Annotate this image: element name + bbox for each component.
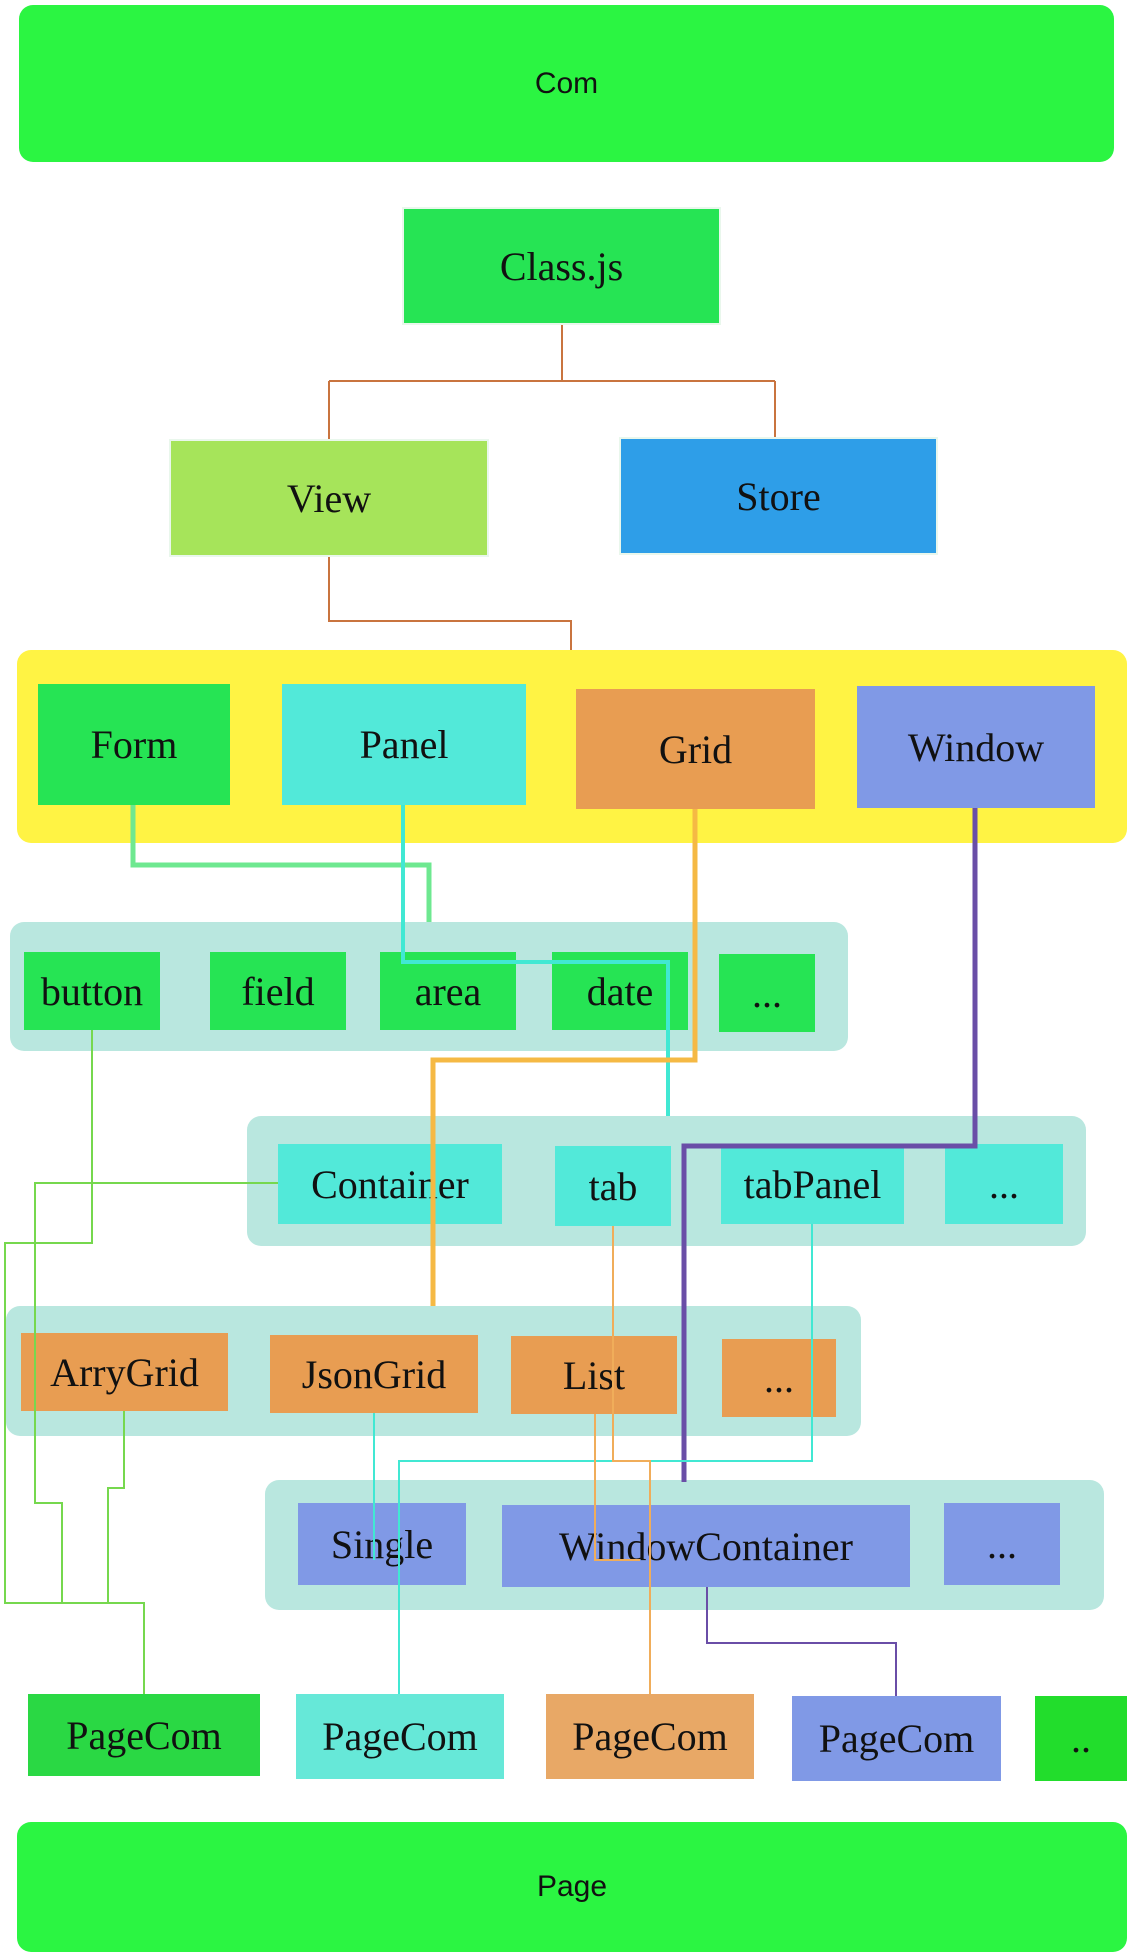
single-item-label: Single bbox=[330, 1521, 434, 1567]
grid-label: Grid bbox=[658, 726, 733, 772]
tab-item-label: tab bbox=[588, 1163, 638, 1209]
class-to-view-store-connector bbox=[328, 325, 776, 439]
arrygrid-to-pagecom-connector bbox=[107, 1411, 125, 1603]
date-item: date bbox=[552, 952, 688, 1030]
window-label: Window bbox=[907, 724, 1045, 770]
pagecom-cyan: PageCom bbox=[296, 1694, 504, 1779]
windowcontainer-item-label: WindowContainer bbox=[559, 1523, 853, 1569]
list-item-label: List bbox=[562, 1352, 626, 1398]
class-js-node: Class.js bbox=[402, 207, 721, 325]
pagecom-green: PageCom bbox=[28, 1694, 260, 1776]
arrygrid-item-label: ArryGrid bbox=[50, 1349, 199, 1395]
tabpanel-item: tabPanel bbox=[721, 1144, 904, 1224]
area-item: area bbox=[380, 952, 516, 1030]
panel-more-item: ... bbox=[945, 1144, 1063, 1224]
pagecom-more: .. bbox=[1035, 1696, 1127, 1781]
store-label: Store bbox=[736, 473, 821, 519]
container-item: Container bbox=[278, 1144, 502, 1224]
pagecom-purple: PageCom bbox=[792, 1696, 1001, 1781]
class-js-label: Class.js bbox=[499, 243, 624, 289]
jsongrid-item-label: JsonGrid bbox=[301, 1351, 447, 1397]
view-to-components-connector bbox=[328, 557, 572, 650]
form-more-item: ... bbox=[719, 954, 815, 1032]
pagecom-cyan-label: PageCom bbox=[322, 1714, 478, 1759]
field-item: field bbox=[210, 952, 346, 1030]
grid-more-item: ... bbox=[722, 1339, 836, 1417]
date-item-label: date bbox=[586, 968, 654, 1014]
pagecom-orange: PageCom bbox=[546, 1694, 754, 1779]
pagecom-orange-label: PageCom bbox=[572, 1714, 728, 1759]
button-item: button bbox=[24, 952, 160, 1030]
single-item: Single bbox=[298, 1503, 466, 1585]
view-node: View bbox=[169, 439, 489, 557]
windowcontainer-item: WindowContainer bbox=[502, 1505, 910, 1587]
field-item-label: field bbox=[241, 968, 315, 1014]
tab-item: tab bbox=[555, 1146, 671, 1226]
pagecom-green-label: PageCom bbox=[66, 1712, 222, 1758]
form-more-label: ... bbox=[752, 970, 782, 1016]
com-band: Com bbox=[19, 5, 1114, 162]
form-node: Form bbox=[38, 684, 230, 805]
view-label: View bbox=[286, 475, 372, 521]
jsongrid-item: JsonGrid bbox=[270, 1335, 478, 1413]
grid-more-label: ... bbox=[764, 1355, 794, 1401]
button-item-label: button bbox=[40, 968, 144, 1014]
window-more-label: ... bbox=[987, 1521, 1017, 1567]
arrygrid-item: ArryGrid bbox=[21, 1333, 228, 1411]
tab-to-pagecom-connector bbox=[612, 1226, 651, 1694]
com-label: Com bbox=[534, 66, 599, 100]
tabpanel-item-label: tabPanel bbox=[743, 1161, 882, 1207]
window-more-item: ... bbox=[944, 1503, 1060, 1585]
store-node: Store bbox=[619, 437, 938, 555]
area-item-label: area bbox=[414, 968, 482, 1014]
container-item-label: Container bbox=[311, 1161, 469, 1207]
page-label: Page bbox=[536, 1870, 608, 1903]
panel-label: Panel bbox=[359, 722, 449, 767]
pagecom-purple-label: PageCom bbox=[818, 1716, 975, 1761]
list-item: List bbox=[511, 1336, 677, 1414]
pagecom-more-label: .. bbox=[1071, 1716, 1091, 1761]
page-band: Page bbox=[17, 1822, 1127, 1952]
tabpanel-to-pagecom-connector bbox=[398, 1224, 813, 1694]
panel-more-label: ... bbox=[989, 1161, 1019, 1207]
grid-node: Grid bbox=[576, 689, 815, 809]
window-node: Window bbox=[857, 686, 1095, 808]
form-label: Form bbox=[90, 722, 178, 767]
panel-node: Panel bbox=[282, 684, 526, 805]
